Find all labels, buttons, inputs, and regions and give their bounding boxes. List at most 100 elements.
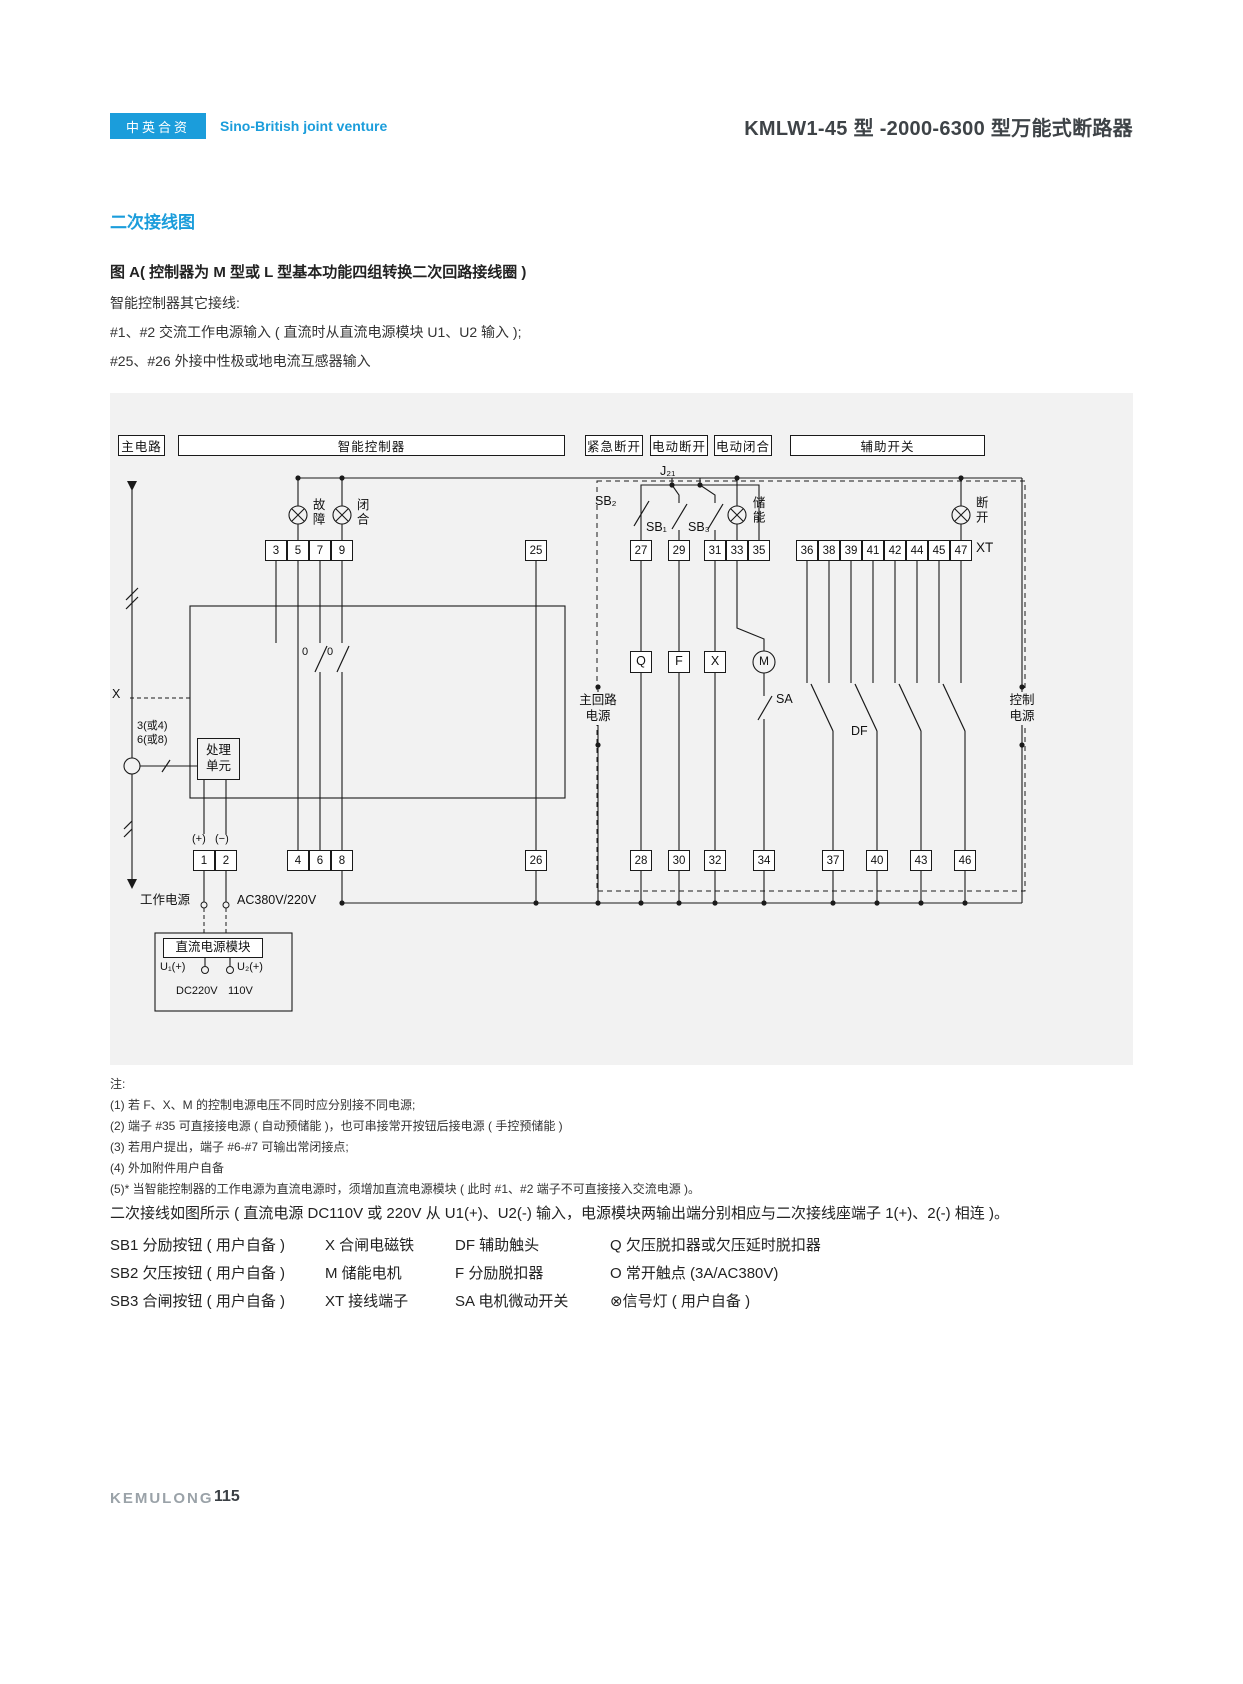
terminal-8: 8 bbox=[331, 850, 353, 871]
terminal-47: 47 bbox=[950, 540, 972, 561]
xt-label: XT bbox=[976, 540, 994, 555]
dc220-label: DC220V bbox=[176, 985, 218, 997]
terminal-29: 29 bbox=[668, 540, 690, 561]
terminal-6: 6 bbox=[309, 850, 331, 871]
sb3-label: SB₃ bbox=[688, 520, 710, 534]
note-line: (5)* 当智能控制器的工作电源为直流电源时，须增加直流电源模块 ( 此时 #1… bbox=[110, 1182, 701, 1196]
terminal-25: 25 bbox=[525, 540, 547, 561]
motor-letter: M bbox=[759, 654, 769, 668]
terminal-27: 27 bbox=[630, 540, 652, 561]
terminal-2: 2 bbox=[215, 850, 237, 871]
v110-label: 110V bbox=[228, 985, 253, 997]
terminal-40: 40 bbox=[866, 850, 888, 871]
terminal-26: 26 bbox=[525, 850, 547, 871]
terminal-34: 34 bbox=[753, 850, 775, 871]
legend-item: SB2 欠压按钮 ( 用户自备 ) bbox=[110, 1264, 286, 1282]
section-title: 二次接线图 bbox=[110, 213, 195, 232]
x-mark-label: X bbox=[112, 687, 121, 701]
device-f-box: F bbox=[668, 651, 690, 673]
ct-circle bbox=[123, 757, 141, 775]
notes: 注: (1) 若 F、X、M 的控制电源电压不同时应分别接不同电源;(2) 端子… bbox=[110, 1074, 700, 1200]
plus-label: (+) bbox=[192, 833, 206, 845]
minus-label: (−) bbox=[215, 833, 229, 845]
zero-label: 0 bbox=[327, 646, 334, 658]
note-line: (1) 若 F、X、M 的控制电源电压不同时应分别接不同电源; bbox=[110, 1098, 416, 1112]
terminal-4: 4 bbox=[287, 850, 309, 871]
wiring-note: 二次接线如图所示 ( 直流电源 DC110V 或 220V 从 U1(+)、U2… bbox=[110, 1205, 1009, 1222]
footer-page-number: 115 bbox=[214, 1488, 240, 1505]
open-lamp-icon bbox=[951, 505, 971, 525]
intro-line: 智能控制器其它接线: bbox=[110, 295, 240, 311]
note-line: (2) 端子 #35 可直接接电源 ( 自动预储能 )，也可串接常开按钮后接电源… bbox=[110, 1119, 563, 1133]
lamp-label-open: 断开 bbox=[973, 496, 988, 525]
terminal-38: 38 bbox=[818, 540, 840, 561]
footer-brand: KEMULONG bbox=[110, 1490, 214, 1507]
u1-label: U₁(+) bbox=[160, 961, 186, 973]
arrow-down-bottom bbox=[127, 879, 137, 889]
intro-line: #1、#2 交流工作电源输入 ( 直流时从直流电源模块 U1、U2 输入 ); bbox=[110, 324, 522, 340]
note-line: (4) 外加附件用户自备 bbox=[110, 1161, 225, 1175]
terminal-39: 39 bbox=[840, 540, 862, 561]
sa-label: SA bbox=[776, 692, 793, 706]
work-power-label: 工作电源 bbox=[140, 893, 191, 907]
control-power-label: 控制 电源 bbox=[999, 692, 1045, 726]
terminal-3: 3 bbox=[265, 540, 287, 561]
ct-lines-label: 3(或4) 6(或8) bbox=[137, 720, 168, 746]
dc-module-outline-box bbox=[154, 932, 293, 1012]
legend-item: SB3 合闸按钮 ( 用户自备 ) bbox=[110, 1292, 286, 1310]
diagram-section-box: 紧急断开 bbox=[585, 435, 643, 456]
legend-item: ⊗信号灯 ( 用户自备 ) bbox=[610, 1292, 751, 1310]
store-lamp-icon bbox=[727, 505, 747, 525]
intro-line: #25、#26 外接中性极或地电流互感器输入 bbox=[110, 353, 371, 369]
terminal-35: 35 bbox=[748, 540, 770, 561]
wiring-diagram-svg bbox=[123, 475, 1026, 1012]
lamp-label-close: 闭合 bbox=[354, 498, 369, 527]
terminal-5: 5 bbox=[287, 540, 309, 561]
close-lamp-icon bbox=[332, 505, 352, 525]
terminal-32: 32 bbox=[704, 850, 726, 871]
u2-label: U₂(+) bbox=[237, 961, 263, 973]
power-terminal-circles bbox=[200, 901, 234, 974]
note-line: (3) 若用户提出，端子 #6-#7 可输出常闭接点; bbox=[110, 1140, 349, 1154]
legend-item: DF 辅助触头 bbox=[455, 1236, 540, 1254]
terminal-28: 28 bbox=[630, 850, 652, 871]
dc-module-title: 直流电源模块 bbox=[163, 938, 263, 958]
legend-item: O 常开触点 (3A/AC380V) bbox=[610, 1264, 779, 1282]
connection-dots bbox=[295, 475, 1025, 906]
terminal-37: 37 bbox=[822, 850, 844, 871]
diagram-section-box: 智能控制器 bbox=[178, 435, 565, 456]
terminal-36: 36 bbox=[796, 540, 818, 561]
terminal-45: 45 bbox=[928, 540, 950, 561]
legend-item: XT 接线端子 bbox=[325, 1292, 409, 1310]
terminal-43: 43 bbox=[910, 850, 932, 871]
legend-item: M 储能电机 bbox=[325, 1264, 402, 1282]
intro-lines: 智能控制器其它接线: #1、#2 交流工作电源输入 ( 直流时从直流电源模块 U1… bbox=[110, 289, 522, 376]
terminal-7: 7 bbox=[309, 540, 331, 561]
lamp-label-fault: 故障 bbox=[310, 498, 325, 527]
header-badge: 中英合资 bbox=[110, 113, 206, 139]
joint-venture-text: Sino-British joint venture bbox=[220, 118, 388, 134]
lamp-label-store: 储能 bbox=[750, 496, 765, 525]
terminal-42: 42 bbox=[884, 540, 906, 561]
zero-label: 0 bbox=[302, 646, 309, 658]
sb2-label: SB₂ bbox=[595, 494, 617, 508]
diagram-section-box: 电动断开 bbox=[650, 435, 708, 456]
legend-item: SA 电机微动开关 bbox=[455, 1292, 569, 1310]
ac-voltage-label: AC380V/220V bbox=[237, 893, 317, 907]
device-q-box: Q bbox=[630, 651, 652, 673]
figure-caption: 图 A( 控制器为 M 型或 L 型基本功能四组转换二次回路接线圈 ) bbox=[110, 264, 527, 281]
df-label: DF bbox=[851, 724, 868, 738]
arrow-down-top bbox=[127, 481, 137, 491]
notes-items: (1) 若 F、X、M 的控制电源电压不同时应分别接不同电源; (2) 端子 #3… bbox=[110, 1095, 700, 1200]
terminal-33: 33 bbox=[726, 540, 748, 561]
terminal-31: 31 bbox=[704, 540, 726, 561]
sb1-label: SB₁ bbox=[646, 520, 667, 534]
terminal-9: 9 bbox=[331, 540, 353, 561]
main-loop-power-label: 主回路 电源 bbox=[575, 692, 621, 726]
diagram-section-box: 主电路 bbox=[118, 435, 165, 456]
j21-label: J₂₁ bbox=[660, 464, 676, 478]
